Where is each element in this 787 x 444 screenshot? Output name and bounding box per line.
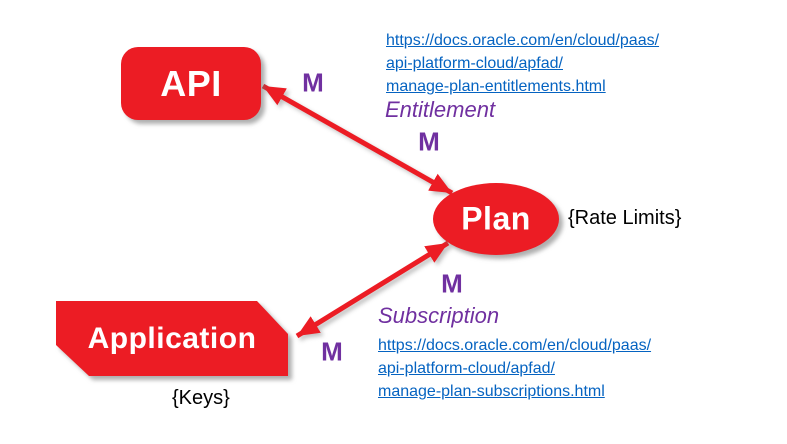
subscription-doc-links: https://docs.oracle.com/en/cloud/paas/ a… (378, 334, 651, 403)
keys-annotation: {Keys} (172, 387, 230, 409)
entitlement-arrow (261, 83, 454, 196)
subscription-plan-cardinality: M (441, 268, 463, 299)
plan-node-shape (433, 183, 559, 255)
entitlement-doc-link-line-2[interactable]: api-platform-cloud/apfad/ (386, 55, 563, 72)
entitlement-api-cardinality: M (302, 67, 324, 98)
entitlement-doc-link-line-3[interactable]: manage-plan-entitlements.html (386, 78, 606, 95)
subscription-doc-link-line-3[interactable]: manage-plan-subscriptions.html (378, 383, 605, 400)
subscription-doc-link-line-2[interactable]: api-platform-cloud/apfad/ (378, 360, 555, 377)
application-node-shape (56, 301, 288, 376)
entitlement-doc-links: https://docs.oracle.com/en/cloud/paas/ a… (386, 29, 659, 98)
entitlement-doc-link-line-1[interactable]: https://docs.oracle.com/en/cloud/paas/ (386, 32, 660, 49)
subscription-doc-link-line-1[interactable]: https://docs.oracle.com/en/cloud/paas/ (378, 337, 652, 354)
application-node-label: Application (87, 322, 257, 355)
subscription-application-cardinality: M (321, 336, 343, 367)
entitlement-plan-cardinality: M (418, 126, 440, 157)
api-node-shape (121, 47, 261, 120)
plan-node-label: Plan (461, 200, 531, 237)
entitlement-relationship-label: Entitlement (385, 97, 496, 122)
subscription-arrow (295, 240, 450, 339)
rate-limits-annotation: {Rate Limits} (568, 207, 682, 229)
api-node-label: API (160, 63, 222, 104)
subscription-relationship-label: Subscription (378, 303, 500, 328)
